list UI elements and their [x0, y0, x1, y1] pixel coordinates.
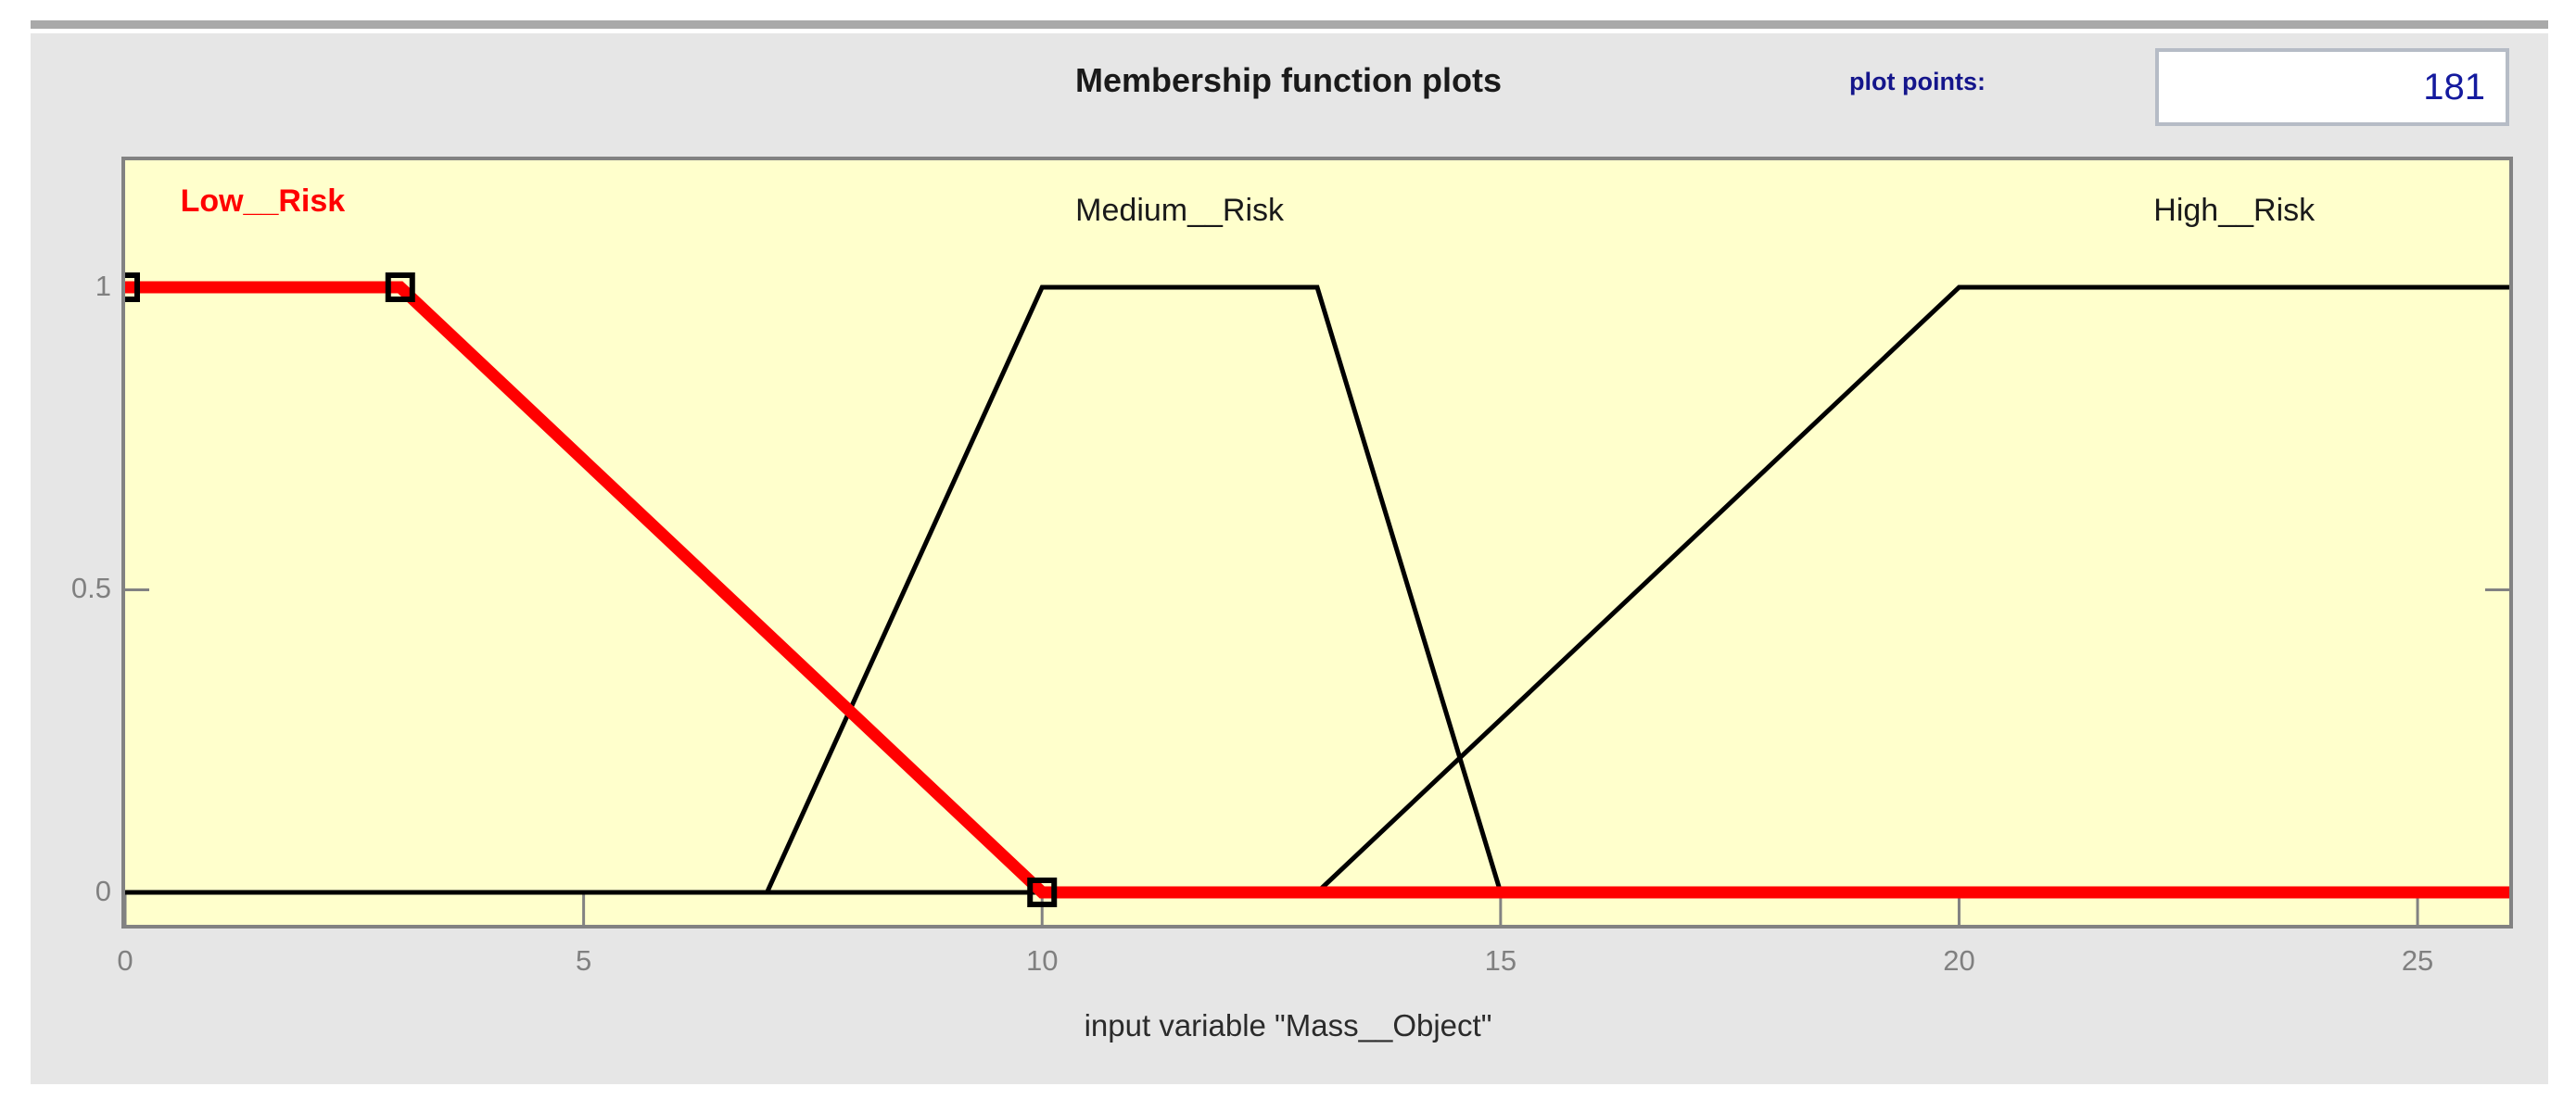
plot-points-label: plot points:	[1849, 68, 1986, 95]
page-title: Membership function plots	[1074, 61, 1502, 99]
y-tick-label-0: 0	[95, 875, 111, 907]
x-tick-label-5: 5	[575, 944, 592, 977]
plot-points-value: 181	[2423, 67, 2485, 107]
x-tick-label-20: 20	[1943, 944, 1975, 977]
mf-label-high--risk[interactable]: High__Risk	[2153, 193, 2316, 228]
mf-label-low--risk[interactable]: Low__Risk	[180, 183, 346, 219]
x-tick-label-10: 10	[1025, 944, 1059, 977]
mf-curves	[125, 281, 2509, 899]
plot-canvas	[125, 272, 2509, 925]
plot-points-input[interactable]: 181	[2155, 48, 2509, 126]
membership-function-plot[interactable]	[121, 157, 2513, 929]
y-tick-label-1: 1	[95, 270, 111, 302]
window-top-rule	[31, 20, 2548, 29]
y-tick-label-0.5: 0.5	[70, 572, 111, 604]
x-tick-label-15: 15	[1484, 944, 1517, 977]
tick-marks	[125, 285, 2509, 925]
mf-label-medium--risk[interactable]: Medium__Risk	[1075, 193, 1285, 228]
x-tick-label-25: 25	[2401, 944, 2434, 977]
x-axis-title: input variable "Mass__Object"	[1084, 1008, 1492, 1042]
x-tick-label-0: 0	[117, 944, 133, 977]
mf-control-handles[interactable]	[125, 272, 1058, 907]
